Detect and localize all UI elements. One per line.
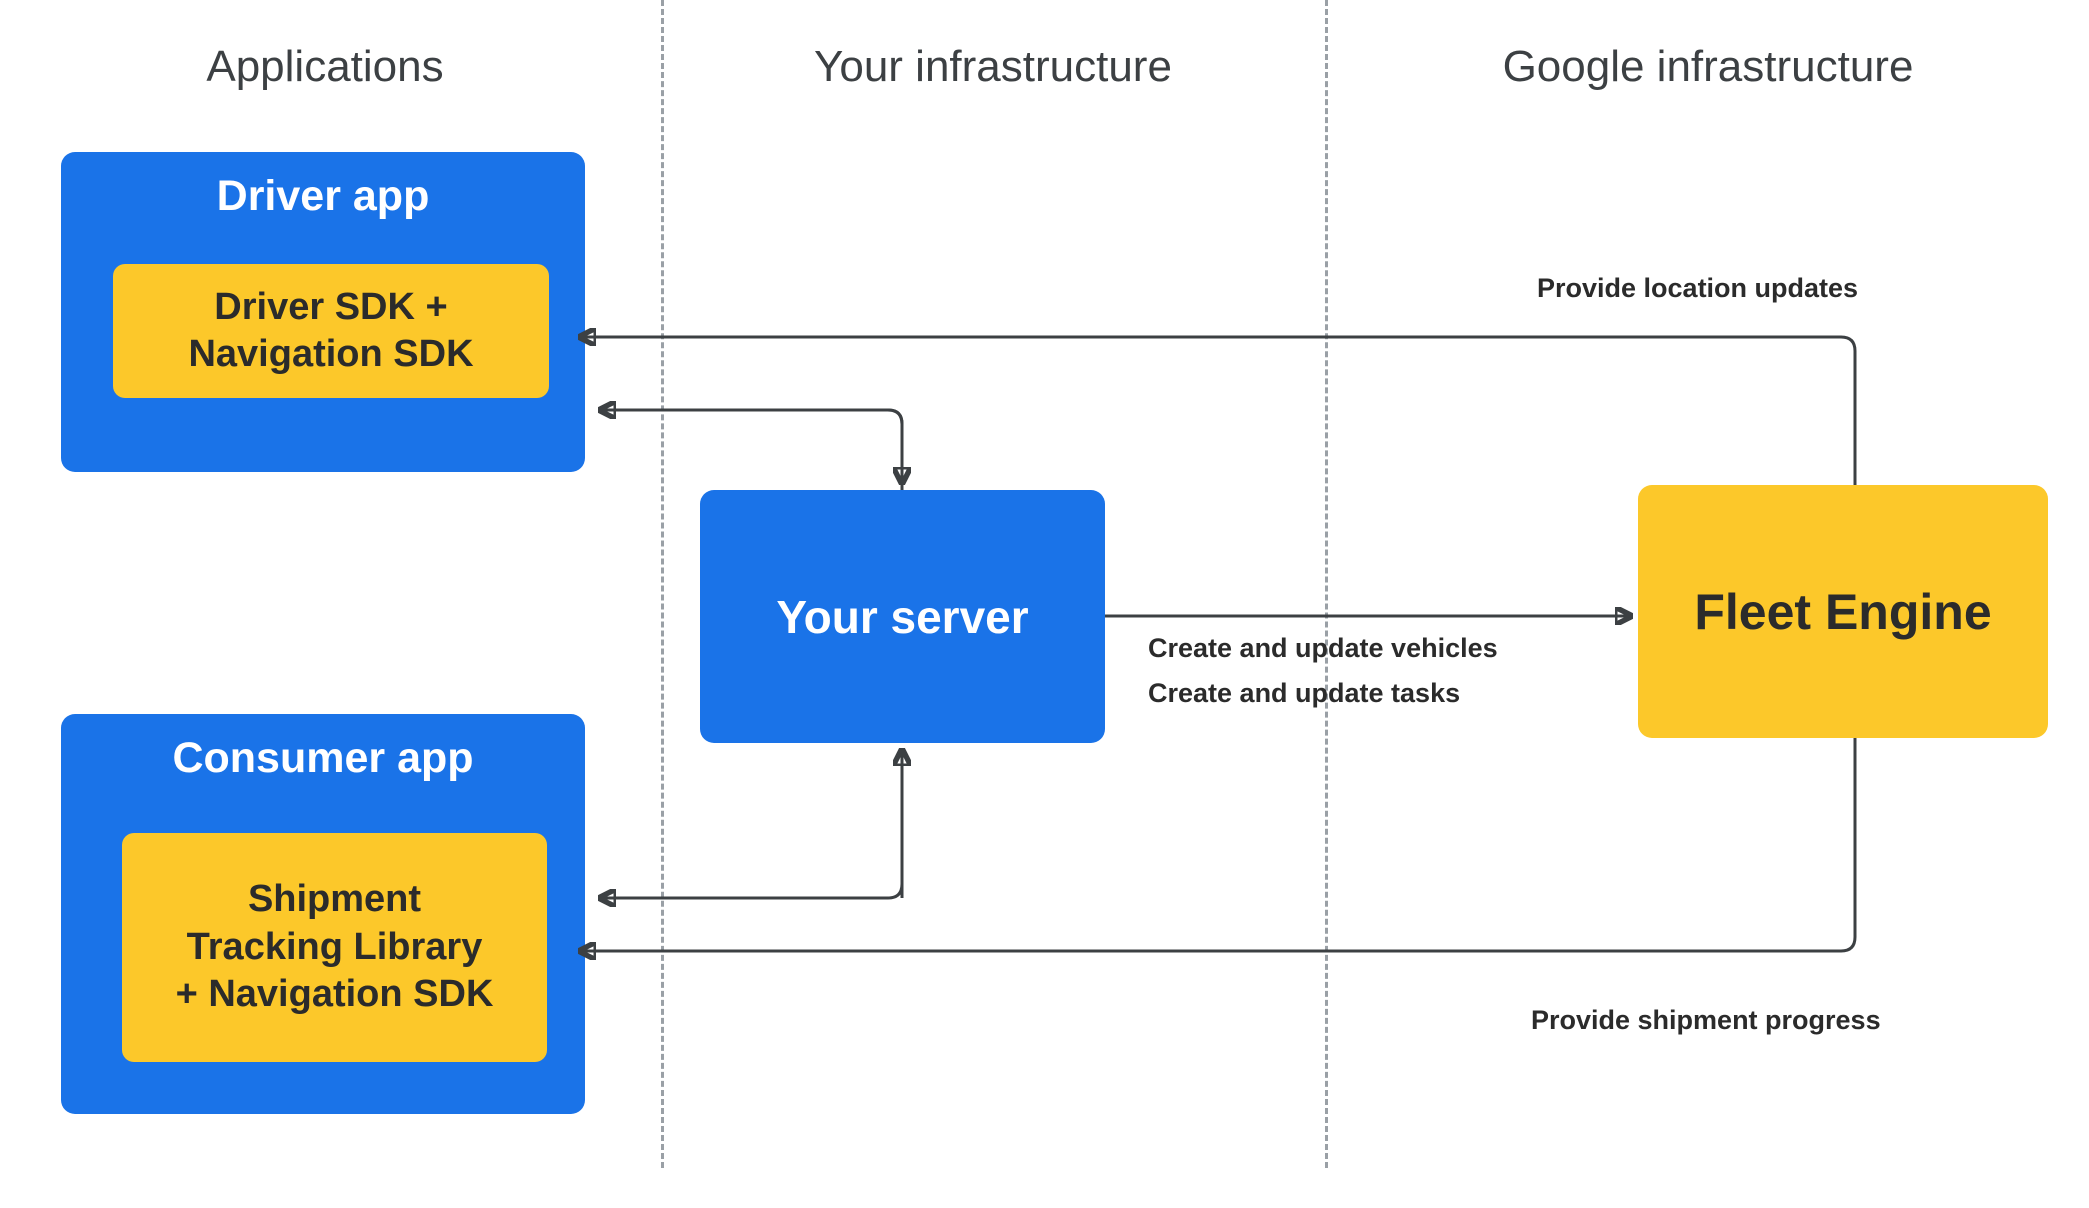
- consumer-sdk-line3: + Navigation SDK: [175, 973, 494, 1016]
- edge-label-create-update-vehicles-text: Create and update vehicles: [1148, 633, 1498, 663]
- edge-label-location-updates-text: Provide location updates: [1537, 273, 1859, 303]
- driver-sdk-line1: Driver SDK +: [214, 285, 448, 328]
- lane-divider-right: [1325, 0, 1328, 1168]
- consumer-sdk-line1: Shipment: [247, 878, 422, 921]
- column-header-google-infrastructure: Google infrastructure: [1328, 45, 2088, 89]
- edge-driver-to-server: [600, 408, 902, 483]
- edge-label-create-update-tasks-text: Create and update tasks: [1148, 678, 1461, 708]
- edge-label-create-update-tasks: Create and update tasks: [1148, 677, 1460, 711]
- node-consumer-sdk[interactable]: Shipment Tracking Library + Navigation S…: [122, 833, 547, 1062]
- column-header-applications-label: Applications: [206, 42, 444, 91]
- node-your-server[interactable]: Your server: [700, 490, 1105, 743]
- column-header-your-infrastructure: Your infrastructure: [663, 45, 1323, 89]
- consumer-app-title: Consumer app: [172, 734, 474, 782]
- lane-divider-left: [661, 0, 664, 1168]
- edge-label-location-updates: Provide location updates: [1537, 272, 1858, 306]
- edge-label-create-update-vehicles: Create and update vehicles: [1148, 632, 1498, 666]
- column-header-applications: Applications: [0, 45, 650, 89]
- node-driver-sdk[interactable]: Driver SDK + Navigation SDK: [113, 264, 549, 398]
- column-header-google-infrastructure-label: Google infrastructure: [1502, 42, 1914, 91]
- edge-server-to-driver: [600, 410, 904, 490]
- driver-app-title: Driver app: [216, 172, 430, 220]
- edge-fleet-to-consumer: [580, 738, 1857, 951]
- edge-label-shipment-progress-text: Provide shipment progress: [1531, 1005, 1881, 1035]
- your-server-title: Your server: [776, 590, 1029, 643]
- column-header-your-infrastructure-label: Your infrastructure: [814, 42, 1172, 91]
- fleet-engine-title: Fleet Engine: [1694, 583, 1992, 640]
- edge-server-to-consumer: [600, 750, 904, 898]
- node-fleet-engine[interactable]: Fleet Engine: [1638, 485, 2048, 738]
- edge-fleet-to-driver: [580, 337, 1857, 485]
- edge-label-shipment-progress: Provide shipment progress: [1531, 1004, 1881, 1038]
- consumer-sdk-line2: Tracking Library: [186, 925, 483, 968]
- driver-sdk-line2: Navigation SDK: [188, 333, 474, 375]
